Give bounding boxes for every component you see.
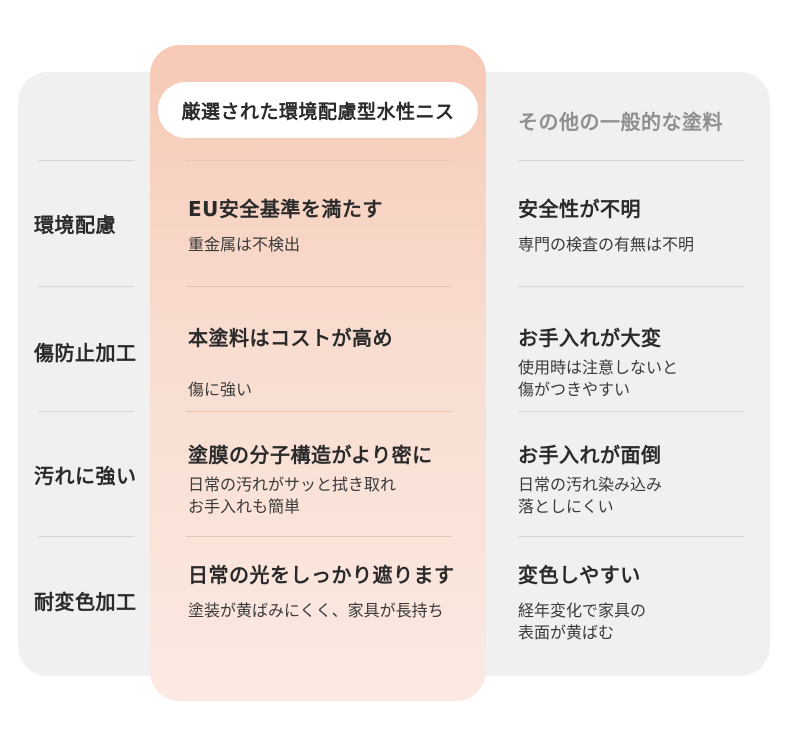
other-cell-eco: 安全性が不明 専門の検査の有無は不明	[518, 193, 790, 256]
cell-title: 変色しやすい	[518, 563, 641, 587]
divider	[186, 536, 452, 537]
featured-column	[150, 45, 486, 701]
featured-header-label: 厳選された環境配慮型水性ニス	[181, 100, 455, 123]
cell-desc: 経年変化で家具の 表面が黄ばむ	[518, 601, 647, 642]
cell-title: EU安全基準を満たす	[188, 197, 383, 221]
cell-desc: 日常の汚れ染み込み 落としにくい	[518, 475, 663, 516]
other-header: その他の一般的な塗料	[518, 110, 723, 134]
cell-desc: 傷に強い	[188, 380, 253, 399]
row-label-scratch: 傷防止加工	[34, 341, 137, 365]
other-cell-stain: お手入れが面倒 日常の汚れ染み込み 落としにくい	[518, 439, 790, 518]
featured-cell-fade: 日常の光をしっかり遮ります 塗装が黄ばみにくく、家具が長持ち	[188, 559, 488, 622]
other-cell-fade: 変色しやすい 経年変化で家具の 表面が黄ばむ	[518, 559, 790, 644]
cell-title: 日常の光をしっかり遮ります	[188, 563, 455, 587]
cell-desc: 専門の検査の有無は不明	[518, 235, 695, 254]
divider	[518, 160, 744, 161]
row-label-fade: 耐変色加工	[34, 590, 137, 614]
divider	[186, 286, 452, 287]
cell-desc: 重金属は不検出	[188, 235, 301, 254]
divider	[518, 536, 744, 537]
cell-title: 本塗料はコストが高め	[188, 326, 393, 350]
divider	[38, 286, 134, 287]
cell-desc: 塗装が黄ばみにくく、家具が長持ち	[188, 601, 444, 620]
cell-title: 塗膜の分子構造がより密に	[188, 443, 433, 467]
divider	[38, 536, 134, 537]
featured-cell-eco: EU安全基準を満たす 重金属は不検出	[188, 193, 488, 256]
cell-title: 安全性が不明	[518, 197, 641, 221]
featured-header: 厳選された環境配慮型水性ニス	[158, 82, 478, 138]
divider	[518, 411, 744, 412]
divider	[186, 411, 452, 412]
cell-title: お手入れが大変	[518, 326, 662, 350]
cell-desc: 使用時は注意しないと 傷がつきやすい	[518, 358, 679, 399]
row-label-eco: 環境配慮	[34, 213, 116, 237]
row-label-stain: 汚れに強い	[34, 464, 137, 488]
featured-cell-stain: 塗膜の分子構造がより密に 日常の汚れがサッと拭き取れ お手入れも簡単	[188, 439, 488, 518]
divider	[186, 160, 452, 161]
divider	[38, 411, 134, 412]
other-cell-scratch: お手入れが大変 使用時は注意しないと 傷がつきやすい	[518, 322, 790, 401]
divider	[38, 160, 134, 161]
cell-title: お手入れが面倒	[518, 443, 662, 467]
featured-cell-scratch: 本塗料はコストが高め 傷に強い	[188, 322, 488, 401]
divider	[518, 286, 744, 287]
cell-desc: 日常の汚れがサッと拭き取れ お手入れも簡単	[188, 475, 397, 516]
